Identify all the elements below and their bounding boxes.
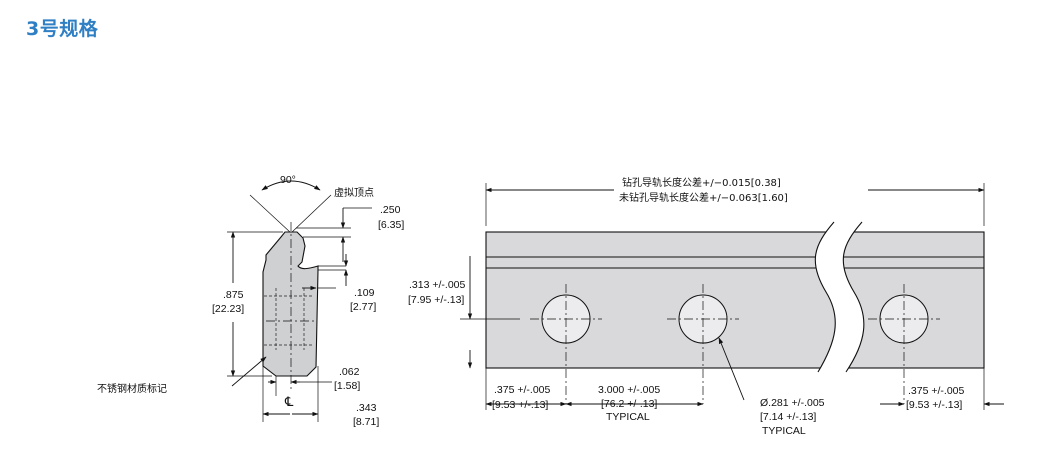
top-offset-mm-label: [6.35] — [378, 219, 404, 231]
width-mm-label: [8.71] — [353, 416, 379, 428]
vertex-label: 虚拟顶点 — [334, 186, 374, 199]
hole-note: TYPICAL — [762, 425, 806, 437]
height-label: .875 — [223, 289, 244, 301]
base-step-mm-label: [1.58] — [334, 380, 360, 392]
length-undrilled-label: 未钻孔导轨长度公差+/−0.063[1.60] — [619, 191, 788, 204]
rail-view: 钻孔导轨长度公差+/−0.015[0.38] 未钻孔导轨长度公差+/−0.063… — [408, 176, 1004, 437]
centerline-symbol: ℄ — [284, 394, 294, 409]
hole-dia-mm-label: [7.14 +/-.13] — [760, 411, 816, 423]
width-label: .343 — [356, 402, 377, 414]
angle-line-right — [290, 194, 332, 234]
break-gap — [815, 222, 864, 372]
end-left-mm-label: [9.53 +/-.13] — [492, 399, 548, 411]
profile-view: 90° 虚拟顶点 .250 [6.35] .875 [22.23] — [97, 174, 404, 428]
material-mark-label: 不锈钢材质标记 — [97, 382, 167, 395]
end-left-label: .375 +/-.005 — [494, 384, 550, 396]
end-right-label: .375 +/-.005 — [908, 385, 964, 397]
material-leader — [231, 356, 267, 387]
angle-line-left — [249, 194, 292, 234]
neck-mm-label: [2.77] — [350, 301, 376, 313]
height-mm-label: [22.23] — [212, 303, 244, 315]
hole-height-label: .313 +/-.005 — [409, 279, 465, 291]
rail-profile — [262, 231, 319, 377]
angle-label: 90° — [280, 174, 296, 186]
break-line — [814, 221, 836, 373]
break-line — [842, 221, 865, 373]
neck-label: .109 — [354, 287, 375, 299]
hole-dia-label: Ø.281 +/-.005 — [760, 397, 825, 409]
page-title: 3号规格 — [26, 18, 99, 40]
base-step-label: .062 — [339, 366, 360, 378]
length-drilled-label: 钻孔导轨长度公差+/−0.015[0.38] — [622, 176, 781, 189]
hole-dia-leader — [718, 337, 745, 401]
pitch-note: TYPICAL — [606, 411, 650, 423]
top-offset-label: .250 — [380, 204, 401, 216]
pitch-mm-label: [76.2 +/-.13] — [601, 398, 657, 410]
end-right-mm-label: [9.53 +/-.13] — [906, 399, 962, 411]
pitch-label: 3.000 +/-.005 — [598, 384, 660, 396]
hole-height-mm-label: [7.95 +/-.13] — [408, 294, 464, 306]
angle-arc — [261, 180, 321, 191]
